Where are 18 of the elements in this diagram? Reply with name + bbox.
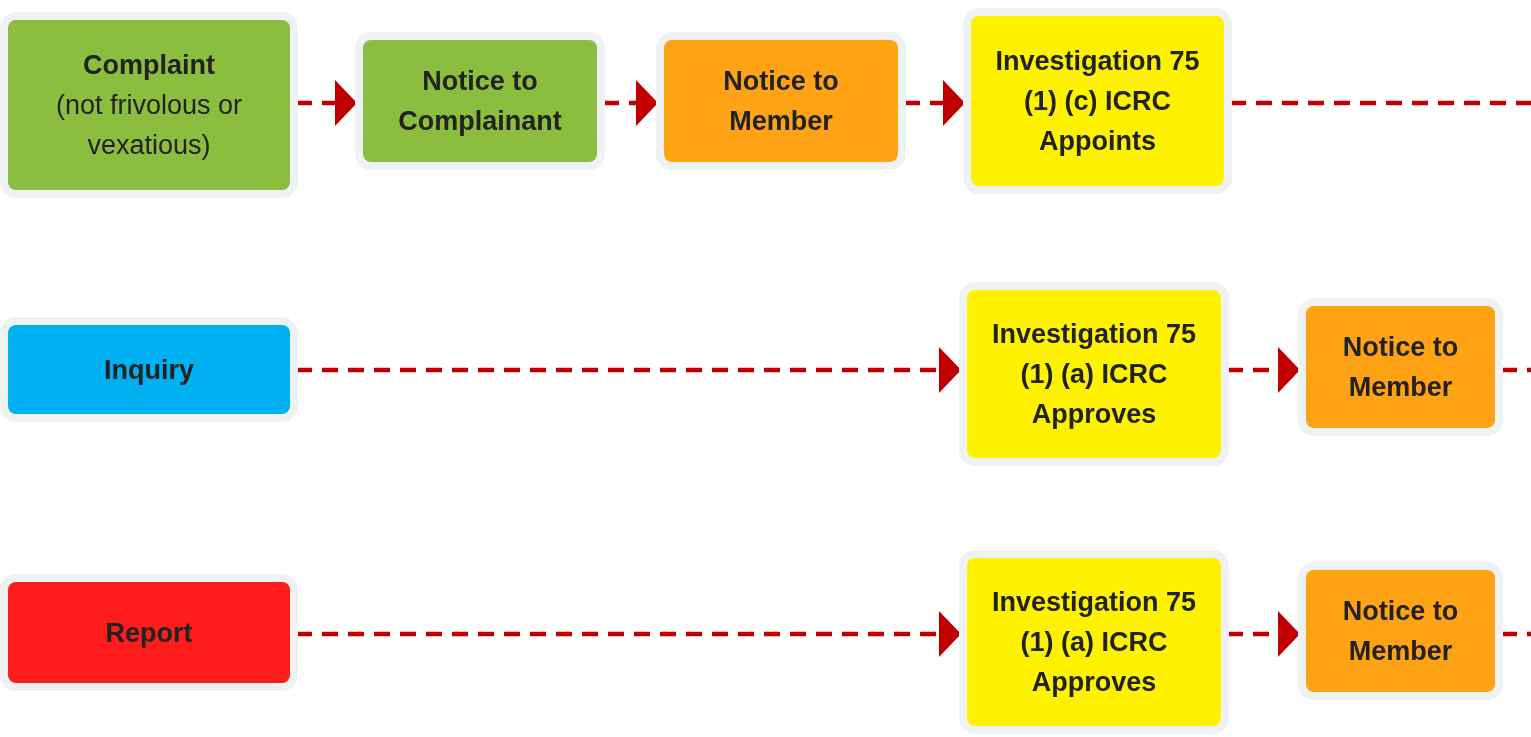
- box-title: Inquiry: [104, 353, 194, 387]
- box-subtitle: (not frivolous or vexatious): [54, 89, 244, 162]
- box-title: Notice to Member: [722, 65, 840, 138]
- box-title: Notice to Complainant: [397, 65, 563, 138]
- arrow: [1227, 611, 1300, 657]
- box-title: Notice to Member: [1341, 331, 1460, 404]
- box-title: Investigation 75 (1) (a) ICRC Approves: [991, 586, 1197, 699]
- arrow: [603, 80, 658, 126]
- box-title: Report: [105, 616, 193, 650]
- arrow: [296, 80, 357, 126]
- arrow: [296, 611, 961, 657]
- box-title: Notice to Member: [1341, 595, 1460, 668]
- box-title: Complaint: [83, 49, 215, 82]
- arrow: [904, 80, 965, 126]
- box-title: Investigation 75 (1) (a) ICRC Approves: [991, 318, 1197, 431]
- arrow: [296, 347, 961, 393]
- box-title: Investigation 75 (1) (c) ICRC Appoints: [995, 45, 1200, 158]
- arrow: [1227, 347, 1300, 393]
